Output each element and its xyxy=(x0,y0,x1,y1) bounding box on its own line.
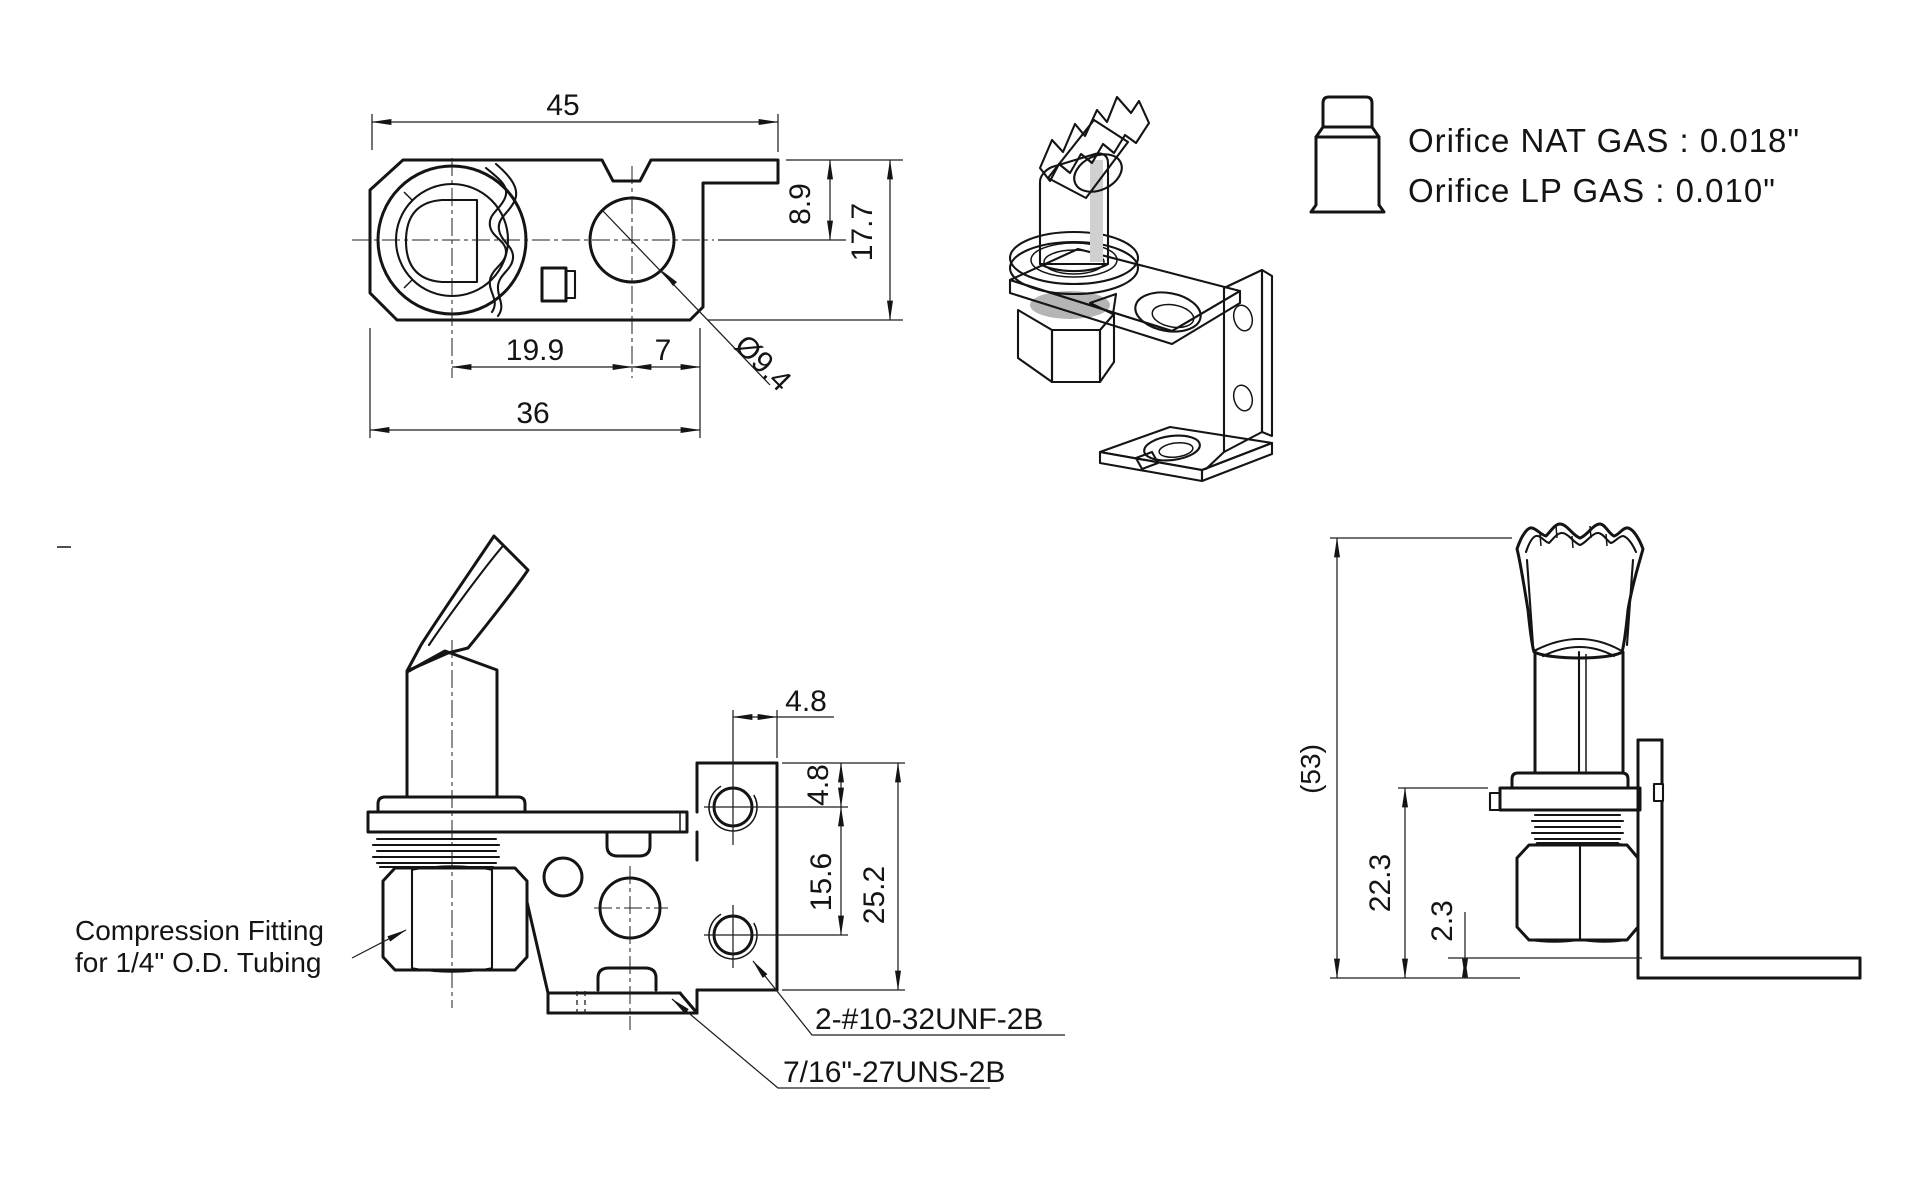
orifice-nat-gas-note: Orifice NAT GAS : 0.018" xyxy=(1408,122,1800,159)
note-mounting-thread: 2-#10-32UNF-2B xyxy=(815,1003,1043,1036)
front-view: Compression Fitting for 1/4" O.D. Tubing… xyxy=(75,534,1065,1089)
side-threads xyxy=(1530,813,1625,845)
front-upper-tab xyxy=(605,830,652,858)
orifice-lp-gas-note: Orifice LP GAS : 0.010" xyxy=(1408,172,1776,209)
front-small-hole xyxy=(542,856,584,898)
iso-foot-hole xyxy=(1143,434,1201,462)
iso-flange xyxy=(1008,230,1140,286)
dim-total-height: 17.7 xyxy=(846,203,879,261)
side-hood xyxy=(1515,522,1645,660)
dim-body-width: 36 xyxy=(516,397,549,430)
iso-pilot-cylinder xyxy=(1038,152,1110,266)
side-view: (53) 22.3 2.3 xyxy=(1295,522,1862,980)
front-cylinder xyxy=(405,649,499,799)
orifice-figure xyxy=(1309,95,1386,214)
dim-hole-diameter: Ø9.4 xyxy=(728,329,797,398)
dim-overall-height: (53) xyxy=(1295,744,1326,794)
isometric-view xyxy=(1008,95,1274,483)
iso-triangle-hole xyxy=(1088,292,1118,316)
slot-feature xyxy=(540,266,568,303)
leader-arrow xyxy=(661,270,677,286)
side-collar xyxy=(1510,771,1630,790)
side-plate xyxy=(1498,786,1642,812)
side-hex-nut xyxy=(1515,843,1640,942)
orifice-note: Orifice NAT GAS : 0.018" Orifice LP GAS … xyxy=(1408,122,1800,209)
top-view: 45 8.9 17.7 19.9 7 36 Ø9.4 xyxy=(352,89,903,438)
front-bracket xyxy=(525,761,779,995)
dim-hole-to-edge: 7 xyxy=(655,334,672,367)
dim-center-spacing: 19.9 xyxy=(506,334,564,367)
iso-hood-tube xyxy=(1046,118,1130,200)
top-view-body-outline xyxy=(368,158,780,322)
front-threads xyxy=(371,837,501,869)
fitting-label-line1: Compression Fitting xyxy=(75,915,324,946)
iso-hex-nut xyxy=(1016,308,1054,384)
hood-crimp-outer xyxy=(494,162,518,318)
side-bracket xyxy=(1636,738,1862,980)
hood-insert xyxy=(404,198,479,284)
dim-hole-spacing: 15.6 xyxy=(805,853,838,911)
dim-bracket-height: 25.2 xyxy=(858,866,891,924)
dim-flange-offset: 8.9 xyxy=(784,183,817,225)
iso-plate-hole xyxy=(1134,291,1202,333)
fitting-label-line2: for 1/4" O.D. Tubing xyxy=(75,947,322,978)
note-fitting-thread: 7/16"-27UNS-2B xyxy=(783,1056,1005,1089)
iso-foot-tab xyxy=(1134,450,1160,471)
front-plate xyxy=(366,810,689,834)
dim-foot-thickness: 2.3 xyxy=(1426,900,1459,942)
dim-hole-inset-h: 4.8 xyxy=(785,685,827,718)
front-hex-nut xyxy=(381,866,529,972)
hood-crimp-inner xyxy=(484,166,508,314)
iso-hood-clip xyxy=(1038,95,1151,183)
front-hood xyxy=(405,534,530,673)
dim-under-plate: 22.3 xyxy=(1364,854,1397,912)
iso-bracket-hole-lower xyxy=(1232,384,1254,412)
iso-bracket-hole-upper xyxy=(1232,304,1254,332)
dim-hole-inset-v: 4.8 xyxy=(802,764,835,806)
dim-total-width: 45 xyxy=(546,89,579,122)
front-lower-tab xyxy=(596,966,658,992)
